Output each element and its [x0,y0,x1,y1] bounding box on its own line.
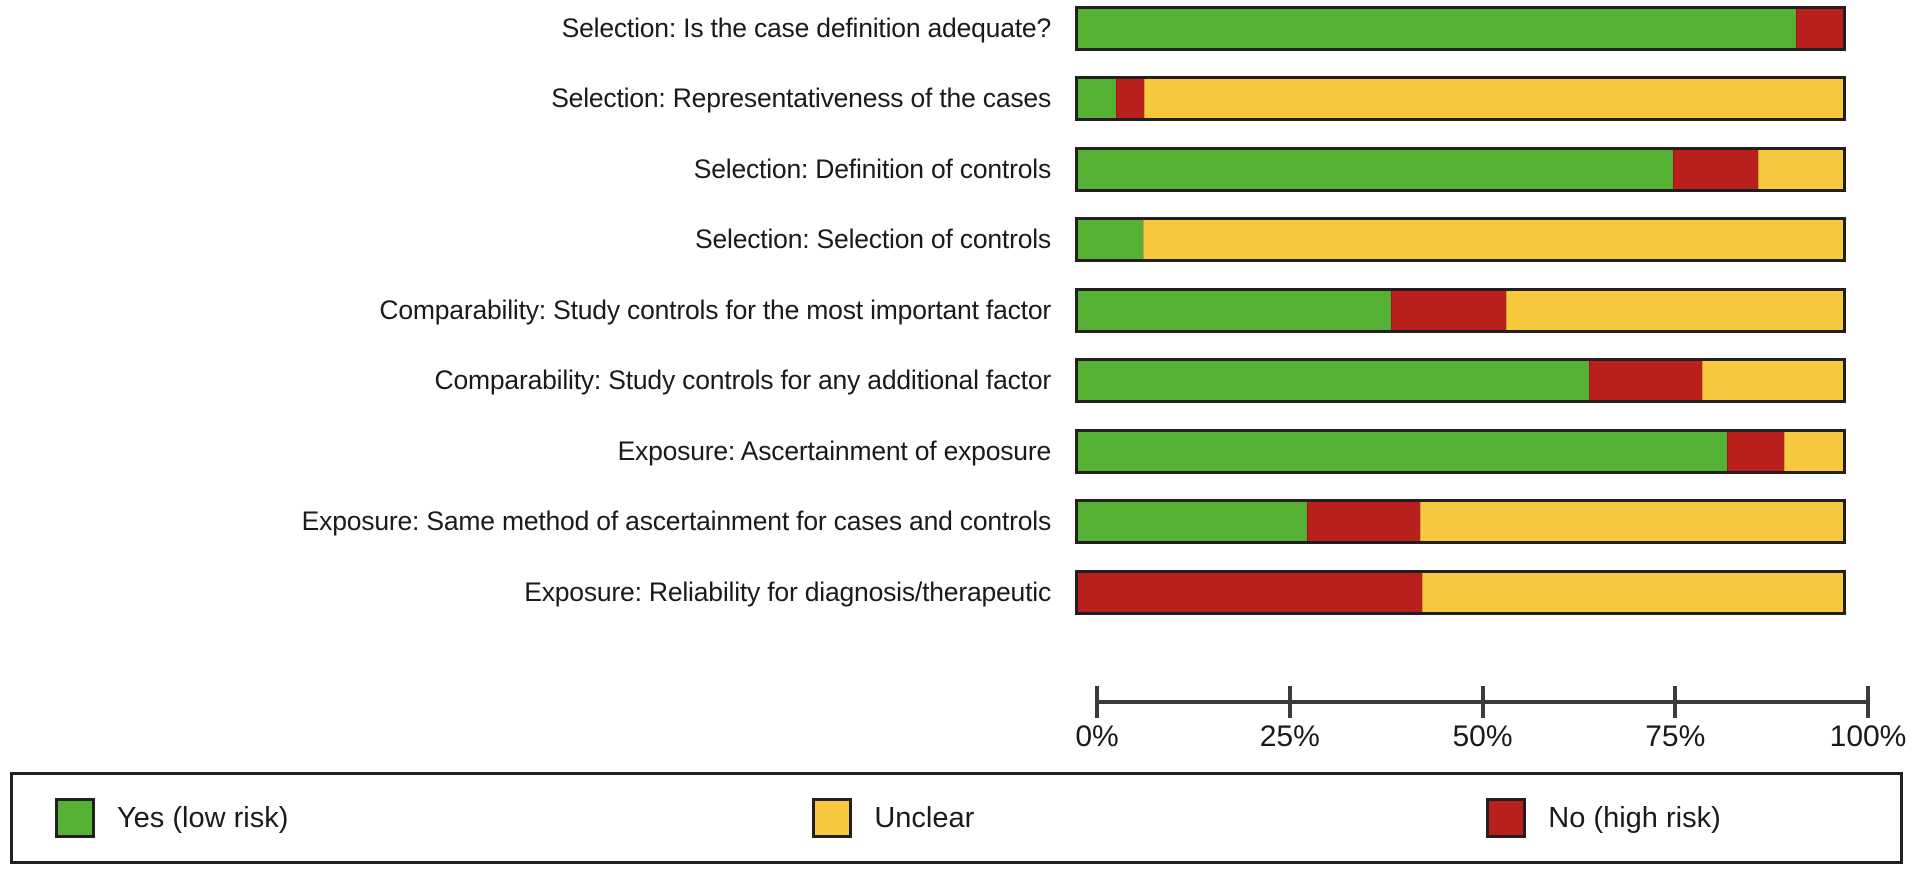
stacked-bar-chart: Selection: Is the case definition adequa… [0,4,1913,616]
axis-tick-label: 75% [1645,720,1706,753]
bar-segment-no [1589,361,1703,400]
chart-row: Comparability: Study controls for any ad… [0,357,1913,405]
legend-swatch-unclear [812,798,853,838]
row-label: Comparability: Study controls for any ad… [434,365,1052,396]
bar-track [1075,358,1846,403]
bar-segment-unclear [1421,572,1843,612]
axis-tick [1095,686,1099,718]
bar-segment-unclear [1420,502,1843,541]
bar-segment-yes [1078,79,1117,118]
bar-segment-no [1390,290,1507,330]
legend-label-unclear: Unclear [874,801,975,834]
bar-segment-yes [1078,431,1727,471]
row-label: Selection: Representativeness of the cas… [551,83,1051,114]
bar-segment-no [1306,502,1421,541]
chart-row: Exposure: Ascertainment of exposure [0,427,1913,475]
bar-track [1075,76,1846,121]
axis-tick-label: 0% [1075,720,1119,753]
bar-segment-unclear [1702,361,1843,400]
axis-tick [1673,686,1678,718]
bar-track [1075,569,1846,615]
bar-track [1075,287,1846,333]
legend-item-unclear: Unclear [812,798,974,838]
bar-segment-yes [1078,290,1391,330]
axis-tick [1866,686,1870,718]
legend-swatch-yes [55,798,95,838]
x-axis: 0% 25% 50% 75% 100% [1075,686,1906,756]
row-label: Selection: Is the case definition adequa… [561,12,1052,43]
axis-tick [1480,686,1485,718]
bar-segment-no [1673,149,1759,189]
bar-track [1075,428,1846,474]
chart-row: Selection: Is the case definition adequa… [0,4,1913,52]
legend-item-yes: Yes (low risk) [55,798,288,838]
legend: Yes (low risk) Unclear No (high risk) [10,772,1903,864]
bar-segment-yes [1078,502,1307,541]
bar-segment-unclear [1784,431,1843,471]
axis-tick-label: 100% [1829,720,1907,753]
axis-tick [1287,686,1292,718]
bar-segment-yes [1078,220,1143,259]
row-label: Selection: Definition of controls [693,153,1051,184]
legend-label-no: No (high risk) [1548,801,1721,834]
bar-segment-unclear [1506,290,1843,330]
bar-track [1075,146,1846,192]
bar-track [1075,217,1846,262]
bar-segment-unclear [1142,220,1843,259]
legend-swatch-no [1486,798,1527,838]
chart-row: Selection: Representativeness of the cas… [0,75,1913,123]
bar-segment-yes [1078,149,1674,189]
chart-row: Selection: Selection of controls [0,216,1913,264]
bar-segment-unclear [1758,149,1843,189]
row-label: Comparability: Study controls for the mo… [379,294,1051,325]
row-label: Exposure: Same method of ascertainment f… [301,506,1052,537]
bar-segment-no [1726,431,1785,471]
axis-tick-label: 25% [1259,720,1320,753]
bar-segment-yes [1078,361,1590,400]
axis-tick-label: 50% [1452,720,1513,753]
bar-segment-yes [1078,8,1797,48]
row-label: Exposure: Ascertainment of exposure [617,435,1052,466]
legend-item-no: No (high risk) [1486,798,1721,838]
bar-segment-unclear [1143,79,1843,118]
bar-track [1075,499,1846,544]
chart-row: Exposure: Reliability for diagnosis/ther… [0,568,1913,616]
bar-track [1075,5,1846,51]
row-label: Exposure: Reliability for diagnosis/ther… [524,576,1051,607]
bar-segment-no [1796,8,1843,48]
legend-label-yes: Yes (low risk) [117,801,289,834]
chart-row: Selection: Definition of controls [0,145,1913,193]
bar-segment-no [1078,572,1422,612]
chart-row: Comparability: Study controls for the mo… [0,286,1913,334]
bar-segment-no [1116,79,1144,118]
chart-row: Exposure: Same method of ascertainment f… [0,498,1913,546]
row-label: Selection: Selection of controls [695,224,1051,255]
